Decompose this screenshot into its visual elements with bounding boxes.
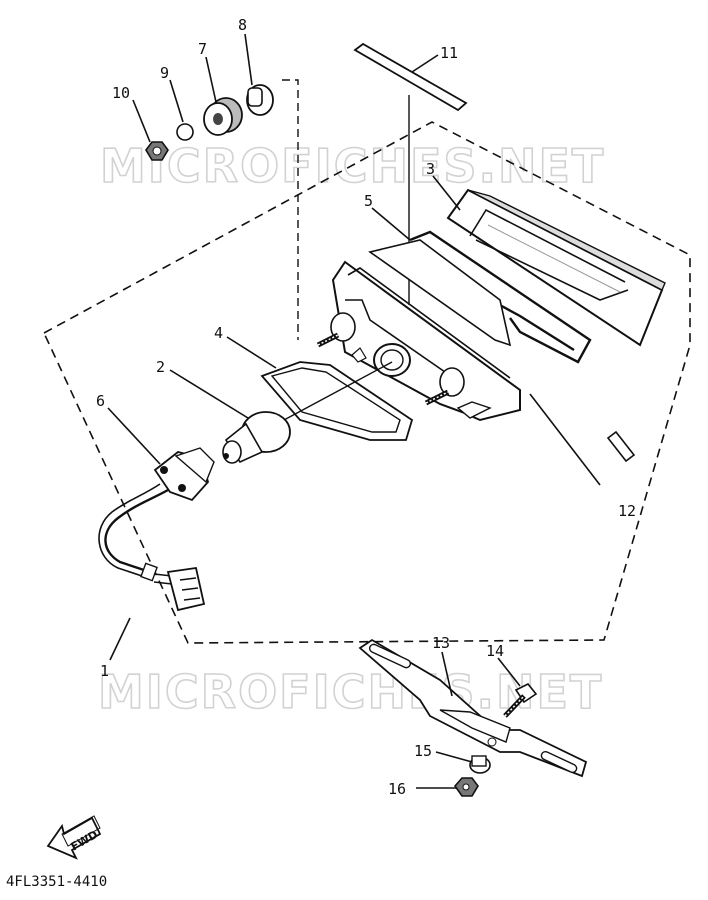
leader-14	[497, 657, 521, 687]
callout-16: 16	[388, 780, 406, 798]
housing-part	[316, 239, 521, 422]
callout-2: 2	[156, 358, 165, 376]
leader-5	[371, 207, 411, 241]
callout-13: 13	[432, 634, 450, 652]
leader-6	[107, 407, 161, 465]
bracket-nut-part	[453, 777, 479, 797]
leader-2	[169, 369, 249, 419]
leader-1	[109, 617, 131, 661]
nut-part	[145, 141, 169, 161]
leader-10	[132, 99, 151, 143]
callout-3: 3	[426, 160, 435, 178]
callout-5: 5	[364, 192, 373, 210]
callout-7: 7	[198, 40, 207, 58]
leader-13	[441, 651, 453, 697]
fwd-arrow-icon	[46, 815, 102, 860]
callout-12: 12	[618, 502, 636, 520]
leader-11	[411, 54, 439, 73]
assembly-boundary	[42, 121, 691, 644]
callout-1: 1	[100, 662, 109, 680]
leader-15	[435, 751, 473, 763]
leader-8	[244, 33, 253, 86]
drawing-code: 4FL3351-4410	[6, 874, 107, 890]
callout-10: 10	[112, 84, 130, 102]
callout-4: 4	[214, 324, 223, 342]
grommet-part	[203, 97, 243, 136]
collar-part	[246, 84, 274, 116]
leader-7	[205, 56, 217, 103]
callout-14: 14	[486, 642, 504, 660]
callout-6: 6	[96, 392, 105, 410]
seal-strip-part	[353, 42, 468, 112]
bulb-gasket-part	[260, 361, 414, 441]
socket-cord-part	[98, 447, 215, 612]
washer-part	[176, 123, 194, 141]
callout-11: 11	[440, 44, 458, 62]
bolt-part	[503, 682, 538, 718]
pad-part	[606, 430, 636, 463]
bracket-part	[358, 638, 588, 778]
leader-4	[226, 336, 277, 369]
callout-8: 8	[238, 16, 247, 34]
guide-line-bulb	[283, 361, 393, 421]
bracket-collar-part	[469, 755, 491, 774]
callout-9: 9	[160, 64, 169, 82]
callout-15: 15	[414, 742, 432, 760]
bulb-part	[222, 411, 291, 464]
lens-part	[446, 188, 666, 347]
leader-9	[169, 79, 184, 123]
guide-line-grommet	[282, 79, 299, 340]
leader-3	[432, 175, 461, 211]
leader-12	[529, 393, 601, 486]
